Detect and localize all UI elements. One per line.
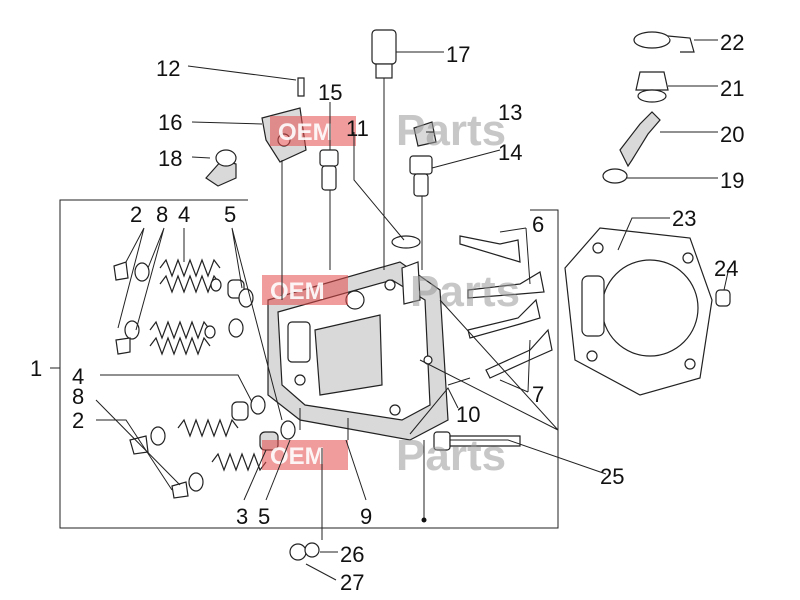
valve-spring-lower-2 [211, 452, 267, 472]
callout-4: 4 [178, 202, 190, 227]
spring-retainers [124, 262, 222, 492]
callout-21: 21 [720, 76, 744, 101]
callout-17: 17 [446, 42, 470, 67]
watermark-top: OEM Parts [270, 106, 506, 155]
cylinder-head [267, 261, 449, 441]
watermark-brand-right: Parts [396, 431, 506, 480]
callout-19: 19 [720, 168, 744, 193]
watermark-brand-right: Parts [410, 267, 520, 316]
hose-20 [619, 111, 661, 168]
callout-20: 20 [720, 122, 744, 147]
valve-spring-upper-2 [149, 320, 211, 356]
callout-22: 22 [720, 30, 744, 55]
callout-12: 12 [156, 56, 180, 81]
sensor-15 [319, 149, 339, 191]
callout-5-lower: 5 [258, 504, 270, 529]
watermark-brand-left: OEM [278, 119, 333, 146]
callout-14: 14 [498, 140, 522, 165]
callout-26: 26 [340, 542, 364, 567]
callout-11: 11 [346, 116, 369, 141]
callout-3: 3 [236, 504, 248, 529]
callout-6: 6 [532, 212, 544, 237]
temp-sensor-17 [371, 29, 397, 92]
callout-1: 1 [30, 356, 42, 381]
watermark-brand-left: OEM [270, 443, 325, 470]
dowel-pin [715, 289, 731, 307]
callout-18: 18 [158, 146, 182, 171]
watermark-bottom: OEM Parts [262, 431, 506, 480]
clamp-11 [391, 235, 421, 249]
callout-8-lower: 8 [72, 384, 84, 409]
cap-13 [413, 121, 437, 147]
callout-10: 10 [456, 402, 480, 427]
callout-24: 24 [714, 256, 738, 281]
callout-7: 7 [532, 382, 544, 407]
part-18 [205, 149, 237, 187]
screw-12 [297, 77, 305, 97]
callout-25: 25 [600, 464, 624, 489]
leader-lines [50, 39, 729, 581]
callout-labels: 1 2 8 4 5 4 8 2 3 5 9 10 11 12 13 14 15 … [30, 30, 744, 595]
nut-26 [289, 542, 320, 561]
callout-27: 27 [340, 570, 364, 595]
studs [299, 377, 471, 440]
callout-4-lower: 4 [72, 364, 84, 389]
callout-15: 15 [318, 80, 342, 105]
callout-5: 5 [224, 202, 236, 227]
clip-22 [633, 31, 695, 53]
valve-spring-upper-1 [159, 258, 221, 294]
watermark-middle: OEM Parts [262, 267, 520, 316]
valve-keepers [113, 261, 189, 499]
watermark-brand-left: OEM [270, 278, 325, 305]
thermostat-21 [635, 71, 669, 103]
sensor-14 [409, 155, 433, 197]
callout-2: 2 [130, 202, 142, 227]
callout-2-lower: 2 [72, 408, 84, 433]
valve-spring-lower-1 [177, 418, 239, 438]
bolt-25 [433, 431, 521, 451]
callout-13: 13 [498, 100, 522, 125]
callout-16: 16 [158, 110, 182, 135]
head-gasket [564, 227, 713, 396]
callout-9: 9 [360, 504, 372, 529]
callout-23: 23 [672, 206, 696, 231]
callout-8: 8 [156, 202, 168, 227]
watermark-brand-right: Parts [396, 106, 506, 155]
assembly-frame [59, 199, 559, 529]
valves [459, 235, 553, 379]
hose-clip-19 [602, 168, 628, 184]
